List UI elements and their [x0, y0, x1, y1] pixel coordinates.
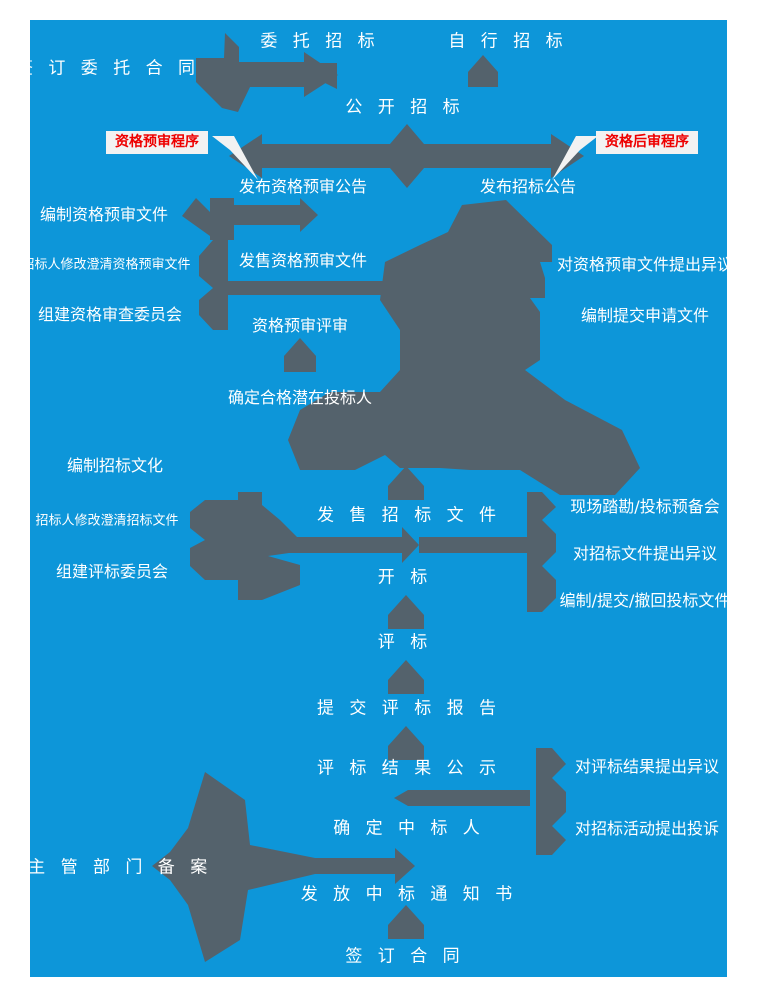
blob-right-branch: [288, 200, 640, 495]
callout-zige-yushen-chengxu: 资格预审程序: [106, 131, 208, 154]
node-kaibiao: 开 标: [377, 567, 433, 588]
node-fashou-zige-yushen-wenjian: 发售资格预审文件: [238, 251, 368, 270]
arrow-zixing-down: [468, 55, 498, 87]
node-zujian-zige-shencha-weiyuanhui: 组建资格审查委员会: [37, 305, 183, 324]
arrow-pingshen-down: [284, 338, 316, 372]
node-xiang-zhuguan-bumen-beian: 向 主 管 部 门 备 案: [0, 857, 213, 878]
arrow-zige-trunk: [228, 271, 422, 305]
arrow-kaibiao-down: [388, 595, 424, 629]
node-weituo-zhaobiao: 委 托 招 标: [260, 31, 380, 52]
arrow-fashou-trunk-right: [419, 537, 540, 553]
arrow-gongshi-trunk: [394, 790, 530, 806]
arrow-right-bar-zhaobiao: [527, 492, 556, 612]
arrow-fashou-trunk: [262, 527, 419, 563]
node-zhaobiaoren-xiugai-chengqing-zige: 招标人修改澄清资格预审文件: [21, 257, 191, 273]
node-dui-zhaobiao-wenjian-yiyi: 对招标文件提出异议: [572, 544, 718, 563]
node-fabu-zhaobiao-gonggao: 发布招标公告: [479, 177, 577, 196]
node-dui-zige-yushen-wenjian-yiyi: 对资格预审文件提出异议: [556, 255, 734, 274]
node-zhaobiaoren-xiugai-chengqing-zhaobiao: 招标人修改澄清招标文件: [35, 513, 179, 529]
callout-zige-houshen-chengxu: 资格后审程序: [596, 131, 698, 154]
arrow-left-bar-zige: [199, 240, 228, 330]
node-gongkai-zhaobiao: 公 开 招 标: [345, 97, 465, 118]
node-qianding-weituo-hetong: 签 订 委 托 合 同: [15, 58, 201, 79]
node-xianchang-takan: 现场踏勘/投标预备会: [570, 497, 720, 516]
node-bianzhi-zige-yushen-wenjian: 编制资格预审文件: [39, 205, 169, 224]
arrow-bianzhi-zige: [182, 198, 318, 236]
flowchart-panel: [30, 20, 727, 977]
node-fabu-zige-yushen-gonggao: 发布资格预审公告: [238, 177, 368, 196]
node-fafang-zhongbiao-tongzhishu: 发 放 中 标 通 知 书: [300, 884, 518, 905]
node-tijiao-pingbiao-baogao: 提 交 评 标 报 告: [316, 698, 502, 719]
node-pingbiao-jieguo-gongshi: 评 标 结 果 公 示: [316, 758, 502, 779]
node-zige-yushen-pingshen: 资格预审评审: [251, 316, 349, 335]
node-queding-hege-qianzai-toubiaoren: 确定合格潜在投标人: [227, 388, 373, 407]
node-pingbiao: 评 标: [377, 632, 433, 653]
blob-left-zhaobiao-tail: [238, 492, 262, 596]
arrow-weituo-merge: [196, 33, 338, 112]
node-fashou-zhaobiao-wenjian: 发 售 招 标 文 件: [316, 505, 502, 526]
callout-right-pointer: [552, 136, 598, 180]
arrow-pingbiao-down: [388, 660, 424, 694]
node-zixing-zhaobiao: 自 行 招 标: [448, 31, 568, 52]
node-dui-pingbiao-jieguo-yiyi: 对评标结果提出异议: [574, 757, 720, 776]
arrow-gongkai-fork: [229, 124, 584, 188]
node-bianzhi-tijiao-shenqing-wenjian: 编制提交申请文件: [580, 306, 710, 325]
arrow-fafang-down: [388, 905, 424, 939]
node-queding-zhongbiaoren: 确 定 中 标 人: [333, 818, 485, 839]
blob-beian-funnel: [152, 772, 415, 962]
node-qianding-hetong: 签 订 合 同: [345, 946, 465, 967]
arrow-queding-down: [388, 466, 424, 500]
node-bianzhi-zhaobiao-wenhua: 编制招标文化: [66, 456, 164, 475]
arrow-right-bar-gongshi: [536, 748, 566, 855]
callout-left-pointer: [212, 136, 258, 180]
arrow-baogao-down: [388, 726, 424, 760]
node-bianzhi-tijiao-chehui: 编制/提交/撤回投标文件: [559, 591, 731, 610]
arrow-bianzhi-zige-stub: [210, 198, 234, 240]
node-dui-zhaobiao-huodong-tousu: 对招标活动提出投诉: [574, 819, 720, 838]
node-zujian-pingbiao-weiyuanhui: 组建评标委员会: [55, 562, 169, 581]
